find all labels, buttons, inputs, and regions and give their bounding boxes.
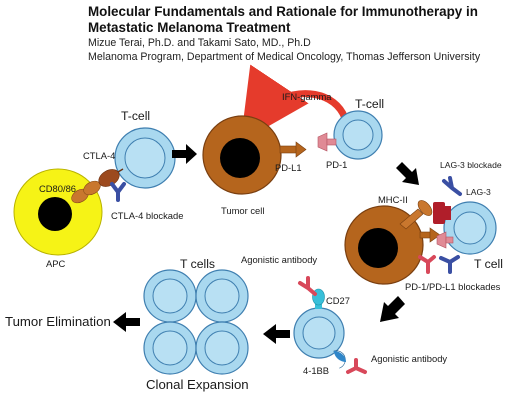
tcell-3-label: T cell (474, 257, 503, 271)
pd1-pdl1-blockades-label: PD-1/PD-L1 blockades (405, 281, 501, 292)
mhc2-label: MHC-II (378, 194, 408, 205)
bb41-label: 4-1BB (303, 365, 330, 376)
pd1-receptor-2 (436, 231, 454, 249)
ctla4-label: CTLA-4 (83, 150, 116, 161)
apc-label: APC (46, 258, 66, 269)
tcell-1 (114, 127, 176, 189)
clonal-expansion-label: Clonal Expansion (146, 377, 249, 392)
cd80-86-ligand (71, 180, 101, 204)
agonistic-antibody-top-label: Agonistic antibody (241, 254, 318, 265)
affiliation: Melanoma Program, Department of Medical … (88, 51, 481, 63)
flow-arrow-4 (263, 324, 290, 344)
ifn-gamma-arrow (240, 64, 349, 143)
flow-arrow-3 (380, 296, 405, 322)
tcell-1-label: T-cell (121, 109, 151, 123)
tcell-2-label: T-cell (355, 97, 385, 111)
title-line-1: Molecular Fundamentals and Rationale for… (88, 4, 478, 19)
lag3-blockade-label: LAG-3 blockade (440, 160, 502, 170)
title-line-2: Metastatic Melanoma Treatment (88, 20, 291, 35)
cd27-label: CD27 (326, 295, 350, 306)
tcell-3 (443, 201, 497, 255)
tumor-cell-1 (202, 115, 282, 195)
lag3-label: LAG-3 (466, 187, 491, 197)
pdl1-label: PD-L1 (275, 162, 302, 173)
ctla4-blockade-label: CTLA-4 blockade (111, 210, 184, 221)
pdl1-ligand-2 (419, 227, 441, 243)
flow-arrow-5 (113, 312, 140, 332)
tcells-cluster-label: T cells (180, 257, 215, 271)
clonal-tcell-4 (195, 321, 249, 375)
bb41-receptor (333, 350, 346, 369)
agonistic-antibody-bottom (346, 358, 367, 374)
apc-cell (13, 168, 103, 256)
tumor-cell-label: Tumor cell (221, 205, 265, 216)
clonal-tcell-3 (143, 321, 197, 375)
pd1-label: PD-1 (326, 159, 348, 170)
cd80-86-label: CD80/86 (39, 183, 77, 194)
ifn-gamma-label: IFN-gamma (282, 91, 332, 102)
lag3-receptor (433, 202, 451, 224)
agonistic-antibody-bottom-label: Agonistic antibody (371, 353, 448, 364)
tcell-4 (293, 307, 345, 359)
pdl1-blockade-antibody-red (418, 255, 436, 274)
lag3-blockade-antibody (442, 176, 462, 196)
flow-arrow-2 (396, 162, 419, 185)
authors: Mizue Terai, Ph.D. and Takami Sato, MD.,… (88, 37, 311, 49)
pd1-blockade-antibody-blue (439, 255, 460, 274)
agonistic-antibody-top (298, 276, 317, 296)
pd1-receptor (317, 132, 337, 152)
tumor-elimination-label: Tumor Elimination (5, 314, 111, 329)
mhc2-molecule (399, 200, 433, 230)
flow-arrow-1 (172, 144, 197, 164)
clonal-tcell-1 (143, 269, 197, 323)
tcell-2 (333, 110, 383, 160)
ctla4-blockade-antibody (110, 182, 126, 202)
pdl1-ligand (279, 141, 307, 158)
clonal-tcell-2 (195, 269, 249, 323)
